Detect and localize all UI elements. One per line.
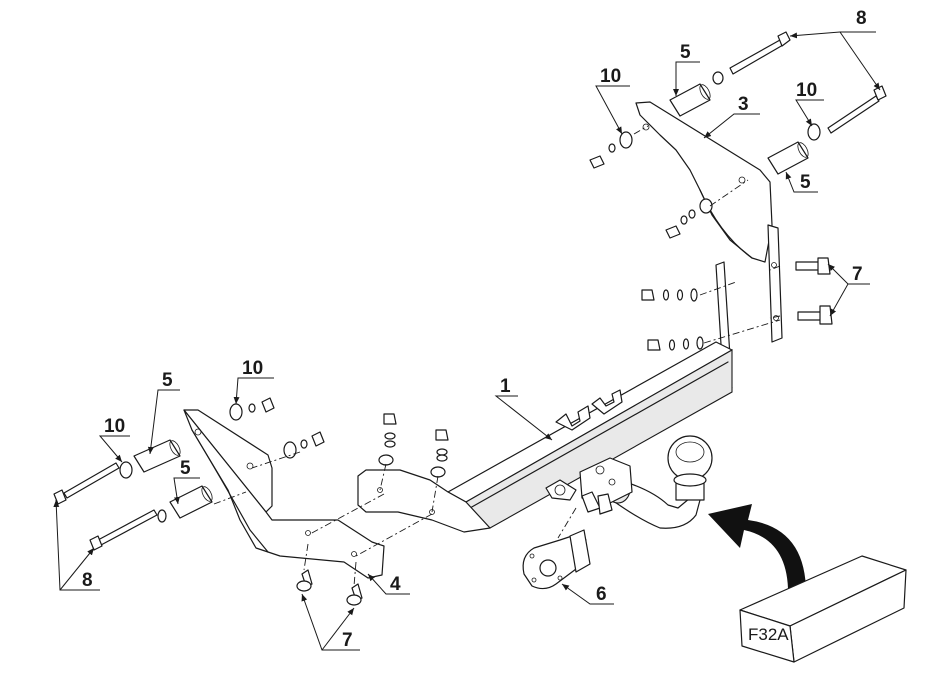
left-washers	[119, 397, 325, 523]
box-label: F32A	[748, 625, 789, 644]
washer-group-top	[589, 71, 821, 239]
callout-5-top: 5	[680, 42, 691, 63]
bolt-left-2	[89, 509, 158, 551]
left-side-bracket	[183, 409, 385, 579]
spacer-left-2	[169, 485, 213, 519]
callout-7-right: 7	[852, 264, 863, 285]
callout-labels: 8 5 10 3 10 5 7 1 10 5 10 5 8 4 7 6	[82, 8, 867, 651]
callout-leaders	[53, 31, 881, 651]
bolts-right-7	[795, 257, 833, 325]
callout-8-top: 8	[856, 8, 867, 29]
callout-10-left: 10	[104, 416, 125, 437]
bolt-top-2	[827, 85, 887, 134]
assembly-centerlines	[213, 125, 781, 587]
bolts-lower-7	[296, 569, 363, 606]
callout-7-lower: 7	[342, 630, 353, 651]
spacer-left-1	[133, 439, 181, 473]
spacer-top-1	[669, 83, 711, 117]
callout-3: 3	[738, 94, 749, 115]
right-nuts-washers	[641, 288, 704, 351]
spacer-top-2	[767, 141, 809, 175]
callout-6: 6	[596, 584, 607, 605]
direction-arrow	[708, 504, 807, 598]
socket-plate	[522, 507, 591, 590]
callout-10-left-top: 10	[242, 358, 263, 379]
bolt-top-1	[729, 31, 791, 75]
bolt-left-1	[53, 462, 120, 505]
callout-5-left: 5	[162, 370, 173, 391]
callout-10-top-left: 10	[600, 66, 621, 87]
callout-1: 1	[500, 376, 511, 397]
center-nuts-washers	[378, 413, 449, 478]
reference-box: F32A	[739, 555, 907, 663]
callout-5-left-lower: 5	[180, 458, 191, 479]
callout-4: 4	[390, 574, 401, 595]
callout-10-top-right: 10	[796, 80, 817, 101]
callout-8-left: 8	[82, 570, 93, 591]
right-side-bracket	[635, 101, 773, 263]
ball-mount-block	[545, 457, 633, 515]
callout-5-top-right: 5	[800, 172, 811, 193]
